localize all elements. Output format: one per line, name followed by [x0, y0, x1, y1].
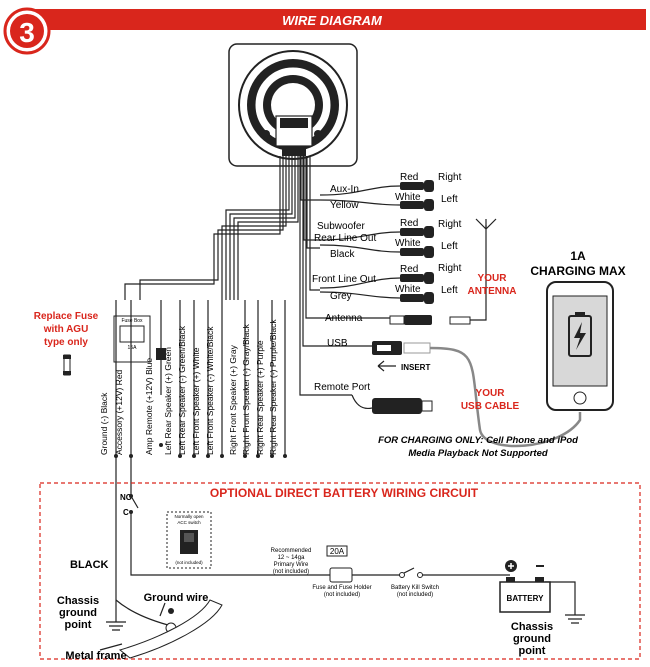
harness-wire-label: Ground (-) Black [99, 392, 109, 455]
ground-symbol-left [106, 621, 126, 631]
your-antenna-line2: ANTENNA [468, 286, 517, 297]
kill-switch-line2: (not included) [397, 592, 433, 598]
red-label-3: Red [400, 264, 418, 275]
usb-cable-line1: YOUR [476, 388, 506, 399]
red-label-2: Red [400, 218, 418, 229]
metal-frame-label: Metal frame [65, 650, 126, 662]
kill-switch-line1: Battery Kill Switch [391, 585, 439, 591]
charging-line1: 1A [570, 249, 586, 263]
antenna-icon [475, 218, 497, 230]
recommended-line3: Primary Wire [274, 562, 309, 568]
your-antenna-line1: YOUR [478, 273, 508, 284]
harness-wire-label: Left Front Speaker (-) White/Black [205, 326, 215, 455]
metal-frame-shape [118, 599, 223, 659]
lightning-icon [574, 322, 586, 350]
yellow-label: Yellow [330, 200, 359, 211]
harness-wire-label: Right Rear Speaker (+) Purple [255, 340, 265, 455]
rear-line-out-label: Rear Line Out [314, 233, 376, 244]
rca-connectors: Aux-In Yellow Subwoofer Rear Line Out Bl… [312, 172, 462, 304]
wire-bundle [124, 156, 390, 396]
white-label-1: White [395, 192, 421, 203]
fuse-note-line1: Replace Fuse [34, 311, 99, 322]
white-label-2: White [395, 238, 421, 249]
stereo-head-unit [228, 43, 358, 167]
black-label: Black [330, 249, 355, 260]
acc-switch-line1: Normally open [174, 514, 204, 519]
harness-wire-label: Left Front Speaker (+) White [191, 347, 201, 455]
harness-wire-label: Accessory (+12V) Red [114, 369, 124, 455]
inline-fuse-amp: 20A [330, 547, 345, 556]
fuse-box-amp: 15A [128, 345, 138, 351]
fuse-holder-line2: (not included) [324, 592, 360, 598]
aux-in-label: Aux-In [330, 184, 359, 195]
right-label-1: Right [438, 172, 462, 183]
left-label-3: Left [441, 285, 458, 296]
smartphone: 1A CHARGING MAX [530, 249, 626, 411]
harness-wire-label: Right Front Speaker (+) Gray [228, 344, 238, 455]
subwoofer-label: Subwoofer [317, 221, 365, 232]
antenna-label: Antenna [325, 313, 363, 324]
battery-circuit: OPTIONAL DIRECT BATTERY WIRING CIRCUIT N… [39, 482, 641, 662]
chassis-left-line3: point [65, 619, 92, 631]
chassis-right-line1: Chassis [511, 621, 553, 633]
acc-switch-line2: ACC switch [177, 520, 201, 525]
ground-symbol-right [565, 614, 585, 624]
fuse-note-line2: with AGU [43, 324, 89, 335]
left-label-1: Left [441, 194, 458, 205]
right-label-3: Right [438, 263, 462, 274]
ground-wire-label: Ground wire [144, 592, 209, 604]
chassis-left-line2: ground [59, 607, 97, 619]
harness-wire-label: Right Front Speaker (-) Gray/Black [241, 323, 251, 455]
fuse-holder-icon [329, 567, 353, 583]
harness-wire-label: Left Rear Speaker (-) Green/Black [177, 325, 187, 455]
chassis-right-line3: point [519, 645, 546, 657]
step-number: 3 [19, 17, 35, 48]
header-banner: 3 WIRE DIAGRAM [3, 7, 646, 55]
page-title: WIRE DIAGRAM [282, 13, 383, 28]
harness-wire-label: Right Rear Speaker (-) Purple/Black [268, 319, 278, 455]
charging-line2: CHARGING MAX [530, 264, 625, 278]
black-wire-label: BLACK [70, 559, 109, 571]
usb-connection: USB INSERT YOUR USB CABLE [327, 338, 582, 448]
harness-wire-labels: Ground (-) Black Accessory (+12V) Red Amp … [99, 319, 278, 455]
front-line-out-label: Front Line Out [312, 274, 376, 285]
no-terminal: NO [120, 493, 132, 502]
left-label-2: Left [441, 241, 458, 252]
remote-port: Remote Port [314, 382, 433, 414]
recommended-line1: Recommended [271, 548, 312, 554]
acc-switch-not-included: (not included) [175, 560, 203, 565]
usb-label: USB [327, 338, 348, 349]
recommended-line2: 12 ~ 14ga [278, 555, 306, 561]
fuse-box-label: Fuse Box [121, 318, 143, 324]
screw-icon [168, 608, 174, 614]
remote-port-label: Remote Port [314, 382, 370, 393]
battery-circuit-title: OPTIONAL DIRECT BATTERY WIRING CIRCUIT [210, 486, 479, 500]
antenna-connection: Antenna YOUR ANTENNA [325, 218, 517, 325]
battery-icon-box [499, 581, 551, 613]
white-label-3: White [395, 284, 421, 295]
harness-wires [115, 300, 286, 410]
recommended-line4: (not included) [273, 569, 309, 575]
right-label-2: Right [438, 219, 462, 230]
chassis-right-line2: ground [513, 633, 551, 645]
charging-note-line2: Media Playback Not Supported [408, 448, 548, 459]
usb-cable-line2: USB CABLE [461, 401, 520, 412]
grey-label: Grey [330, 291, 352, 302]
fuse-note-line3: type only [44, 337, 88, 348]
insert-label: INSERT [401, 363, 430, 372]
harness-wire-label: Left Rear Speaker (+) Green [163, 347, 173, 455]
insert-arrow-icon [377, 360, 396, 372]
battery-label: BATTERY [507, 594, 545, 603]
red-label-1: Red [400, 172, 418, 183]
chassis-left-line1: Chassis [57, 595, 99, 607]
fuse-holder-line1: Fuse and Fuse Holder [312, 585, 371, 591]
c-terminal: C [123, 508, 129, 517]
charging-note-line1: FOR CHARGING ONLY: Cell Phone and iPod [378, 435, 578, 446]
harness-wire-label: Amp Remote (+12V) Blue [144, 358, 154, 455]
